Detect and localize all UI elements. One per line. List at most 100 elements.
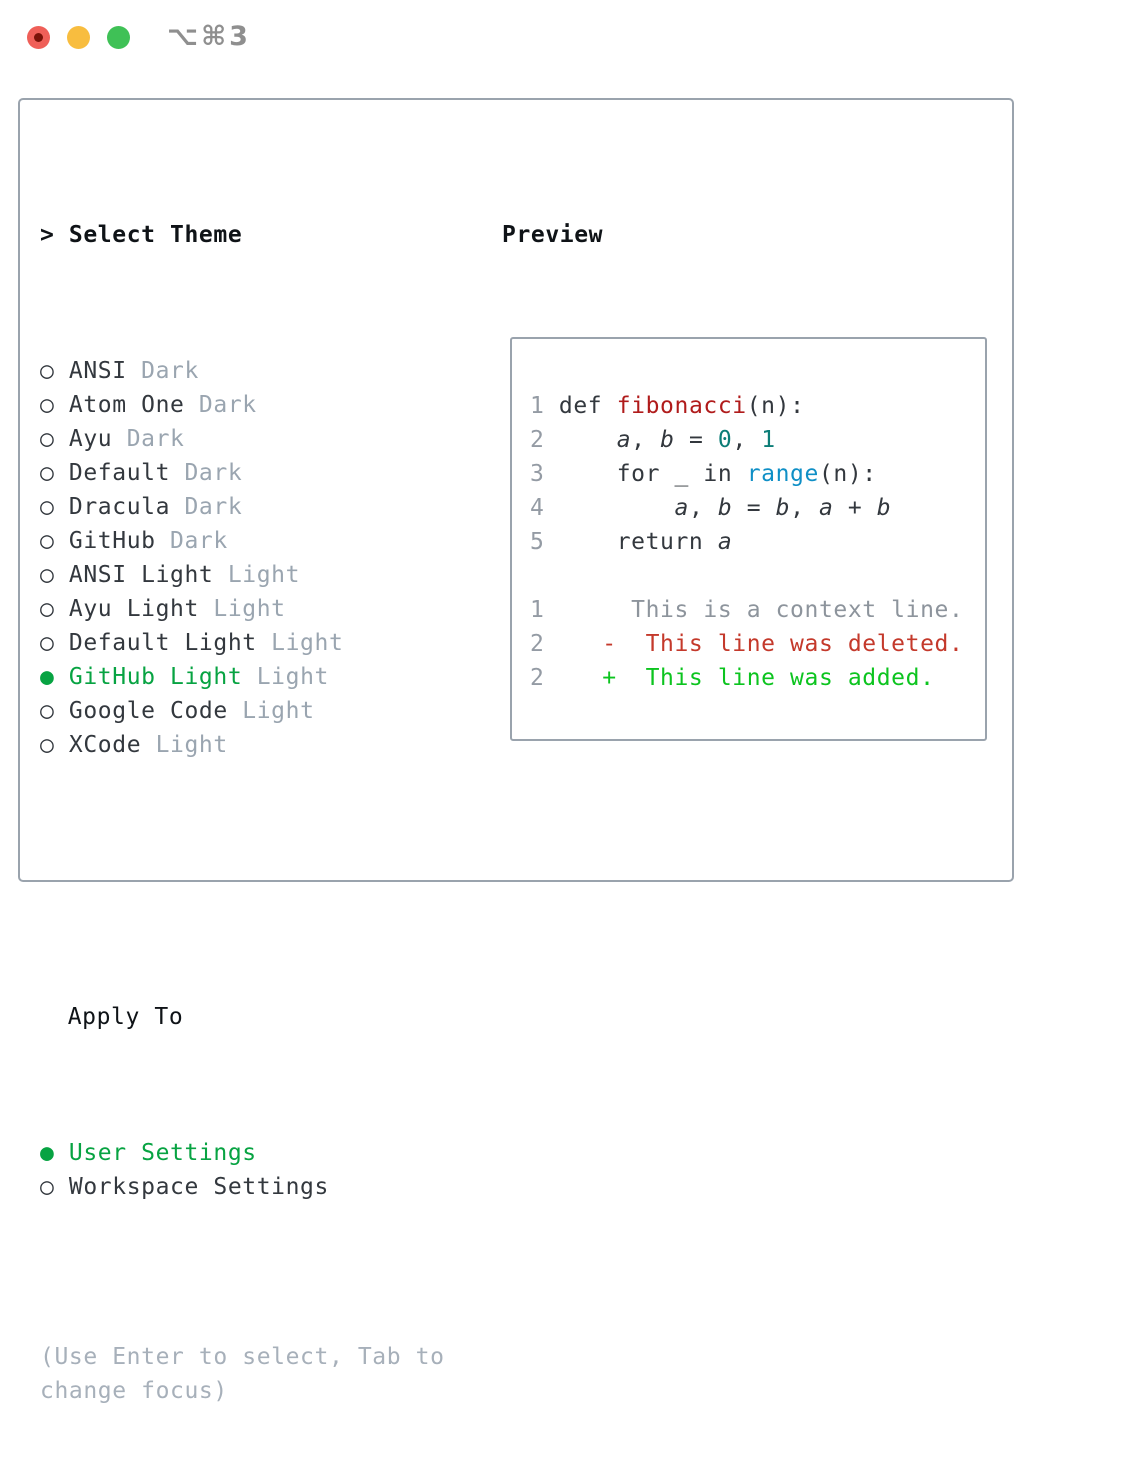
code-line: [530, 559, 985, 593]
code-token: [544, 427, 616, 453]
theme-option-ansi[interactable]: ○ ANSI Dark: [40, 354, 502, 388]
option-label: Default Light: [54, 630, 257, 656]
titlebar: ⌥⌘3: [0, 0, 1140, 75]
option-variant: Dark: [126, 358, 199, 384]
option-label: ANSI: [54, 358, 127, 384]
radio-unselected-icon: ○: [40, 460, 55, 486]
code-token: a: [616, 427, 632, 453]
line-number: 3: [530, 461, 545, 487]
code-token: range: [746, 461, 819, 487]
minimize-button[interactable]: [67, 26, 90, 49]
code-token: for _ in: [544, 461, 747, 487]
line-number: 2: [530, 665, 545, 691]
option-variant: Dark: [170, 460, 243, 486]
option-variant: Light: [242, 664, 329, 690]
code-token: fibonacci: [616, 393, 747, 419]
settings-panel: > Select Theme ○ ANSI Dark○ Atom One Dar…: [18, 98, 1014, 1404]
theme-option-github[interactable]: ○ GitHub Dark: [40, 524, 502, 558]
code-line: 2 - This line was deleted.: [530, 627, 985, 661]
theme-option-dracula[interactable]: ○ Dracula Dark: [40, 490, 502, 524]
option-variant: Dark: [112, 426, 185, 452]
radio-selected-icon: ●: [40, 1140, 55, 1166]
theme-option-default-light[interactable]: ○ Default Light Light: [40, 626, 502, 660]
code-token: b: [775, 495, 791, 521]
code-token: ,: [631, 427, 661, 453]
radio-unselected-icon: ○: [40, 630, 55, 656]
option-label: User Settings: [54, 1140, 257, 1166]
theme-selector-title: Select Theme: [68, 222, 243, 248]
theme-option-ansi-light[interactable]: ○ ANSI Light Light: [40, 558, 502, 592]
close-button[interactable]: [27, 26, 50, 49]
code-token: ,: [688, 495, 718, 521]
code-line: 1 def fibonacci(n):: [530, 389, 985, 423]
theme-option-default[interactable]: ○ Default Dark: [40, 456, 502, 490]
option-label: GitHub: [54, 528, 156, 554]
code-token: def: [544, 393, 617, 419]
code-token: + This line was added.: [544, 665, 935, 691]
code-token: 0: [717, 427, 733, 453]
spacer-text: [54, 222, 68, 248]
preview-title: Preview: [502, 222, 604, 248]
apply-to-title: Apply To: [67, 1004, 184, 1030]
theme-option-xcode[interactable]: ○ XCode Light: [40, 728, 502, 762]
code-token: a: [717, 529, 733, 555]
option-variant: Dark: [155, 528, 228, 554]
option-label: Default: [54, 460, 171, 486]
code-token: ,: [790, 495, 819, 521]
option-variant: Light: [198, 596, 286, 622]
code-token: (n):: [746, 393, 805, 419]
radio-unselected-icon: ○: [40, 596, 55, 622]
theme-option-ayu-light[interactable]: ○ Ayu Light Light: [40, 592, 502, 626]
code-token: =: [732, 495, 776, 521]
theme-option-google-code[interactable]: ○ Google Code Light: [40, 694, 502, 728]
theme-selector-header-row: > Select Theme: [40, 218, 502, 252]
theme-option-ayu[interactable]: ○ Ayu Dark: [40, 422, 502, 456]
section-gap: [40, 864, 502, 898]
theme-option-atom-one[interactable]: ○ Atom One Dark: [40, 388, 502, 422]
line-number: 2: [530, 631, 545, 657]
line-number: 1: [530, 597, 545, 623]
apply-option-workspace-settings[interactable]: ○ Workspace Settings: [40, 1170, 502, 1204]
code-token: 1: [761, 427, 776, 453]
radio-unselected-icon: ○: [40, 698, 55, 724]
theme-option-github-light[interactable]: ● GitHub Light Light: [40, 660, 502, 694]
radio-unselected-icon: ○: [40, 494, 55, 520]
code-token: This is a context line.: [544, 597, 964, 623]
option-label: Dracula: [54, 494, 171, 520]
apply-to-header-row: Apply To: [40, 1000, 502, 1034]
code-line: 2 + This line was added.: [530, 661, 985, 695]
option-label: Atom One: [54, 392, 185, 418]
radio-unselected-icon: ○: [40, 358, 55, 384]
close-dot-icon: [34, 33, 43, 42]
code-line: 4 a, b = b, a + b: [530, 491, 985, 525]
option-label: Ayu: [54, 426, 113, 452]
code-line: 2 a, b = 0, 1: [530, 423, 985, 457]
line-number: 2: [530, 427, 545, 453]
code-token: a: [819, 495, 834, 521]
code-token: b: [660, 427, 675, 453]
code-token: +: [833, 495, 877, 521]
option-variant: Light: [256, 630, 344, 656]
code-line: 3 for _ in range(n):: [530, 457, 985, 491]
preview-section: Preview 1 def fibonacci(n):2 a, b = 0, 1…: [502, 150, 987, 809]
radio-selected-icon: ●: [40, 664, 55, 690]
option-variant: Dark: [184, 392, 257, 418]
radio-unselected-icon: ○: [40, 528, 55, 554]
theme-selector: > Select Theme ○ ANSI Dark○ Atom One Dar…: [40, 150, 502, 1476]
zoom-button[interactable]: [107, 26, 130, 49]
option-label: Google Code: [54, 698, 228, 724]
option-label: Workspace Settings: [54, 1174, 329, 1200]
option-label: GitHub Light: [54, 664, 243, 690]
code-token: a: [674, 495, 689, 521]
radio-unselected-icon: ○: [40, 562, 55, 588]
code-token: b: [876, 495, 892, 521]
code-token: [544, 495, 674, 521]
line-number: 4: [530, 495, 545, 521]
code-token: (n):: [818, 461, 877, 487]
code-token: - This line was deleted.: [544, 631, 964, 657]
option-variant: Dark: [170, 494, 243, 520]
line-number: 5: [530, 529, 545, 555]
radio-unselected-icon: ○: [40, 392, 55, 418]
apply-option-user-settings[interactable]: ● User Settings: [40, 1136, 502, 1170]
